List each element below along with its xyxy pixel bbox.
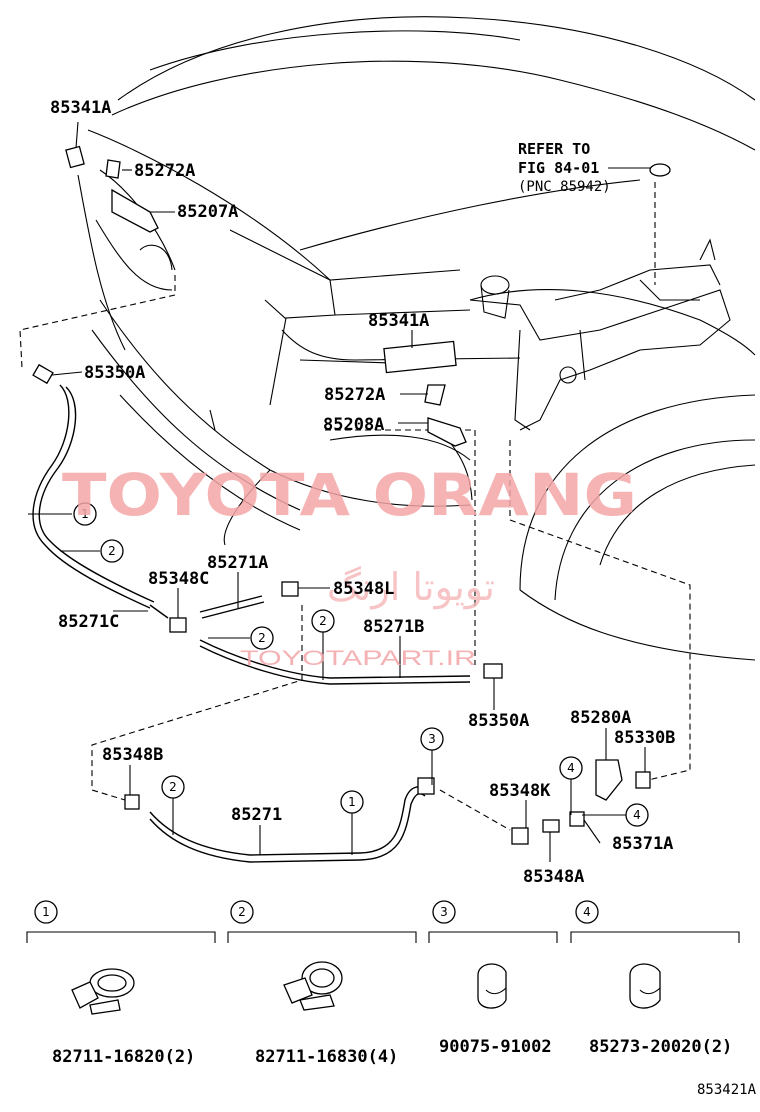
clamp-marker-3	[420, 727, 444, 751]
legend-num-1: 1	[42, 905, 50, 919]
label-85271B: 85271B	[363, 617, 424, 637]
label-85330B: 85330B	[614, 728, 675, 748]
part-85350A-right	[483, 663, 503, 679]
legend-circle-3	[432, 900, 456, 924]
clamp-marker-1-left-label: 1	[81, 507, 89, 521]
legend-circle-2	[230, 900, 254, 924]
clamp-marker-2-left	[100, 539, 124, 563]
legend-part-1: 82711-16820(2)	[52, 1047, 195, 1067]
part-85207A-nozzle	[111, 188, 159, 233]
clamp-marker-2-mid-label: 2	[258, 631, 266, 645]
clamp-marker-4-right-label: 4	[633, 808, 641, 822]
label-85348A: 85348A	[523, 867, 584, 887]
clamp-marker-1-left	[73, 502, 97, 526]
clamp-marker-2-upper	[311, 609, 335, 633]
label-85341A-mid: 85341A	[368, 311, 429, 331]
label-85348B: 85348B	[102, 745, 163, 765]
clamp-marker-4-upper	[559, 756, 583, 780]
clamp-marker-2-left-label: 2	[108, 544, 116, 558]
fig-84-01-part-icon	[649, 163, 671, 177]
part-85348A	[542, 819, 560, 833]
part-85330B	[635, 771, 651, 789]
label-85348K: 85348K	[489, 781, 551, 801]
label-85271A: 85271A	[207, 553, 268, 573]
part-85341A-top	[65, 145, 85, 169]
watermark-site: TOYOTAPART.IR	[240, 647, 476, 670]
reference-line-1: REFER TO	[518, 140, 590, 158]
clamp-marker-2-bottom-label: 2	[169, 780, 177, 794]
leader-lines	[51, 121, 650, 862]
clamp-marker-2-mid	[250, 626, 274, 650]
label-85272A-mid: 85272A	[324, 385, 385, 405]
clamp-marker-2-bottom	[161, 775, 185, 799]
hoses	[32, 384, 471, 863]
part-85208A-nozzle	[427, 417, 467, 447]
label-85272A-top: 85272A	[134, 161, 195, 181]
part-85272A-top	[105, 159, 121, 179]
label-85350A-left: 85350A	[84, 363, 145, 383]
label-85207A: 85207A	[177, 202, 238, 222]
dashed-leaders	[19, 182, 691, 831]
label-85348C: 85348C	[148, 569, 209, 589]
part-hose-connector	[417, 777, 435, 795]
legend-circle-4	[575, 900, 599, 924]
label-85348L: 85348L	[333, 579, 394, 599]
label-85208A: 85208A	[323, 415, 384, 435]
clamp-4-icon	[629, 963, 661, 1009]
legend-num-3: 3	[440, 905, 448, 919]
watermark: TOYOTA ORANG تویوتا ارنگ TOYOTAPART.IR	[62, 461, 637, 670]
label-85271: 85271	[231, 805, 282, 825]
part-85280A-pump	[595, 759, 623, 801]
clamp-2-icon	[283, 961, 343, 1011]
part-85348L	[281, 581, 299, 597]
label-85350A-right: 85350A	[468, 711, 529, 731]
part-85348C	[169, 617, 187, 633]
part-85350A-left	[32, 363, 54, 385]
reference-line-2: FIG 84-01	[518, 159, 599, 177]
legend-num-2: 2	[238, 905, 246, 919]
part-85348B	[124, 794, 140, 810]
clamp-marker-4-right	[625, 803, 649, 827]
clamp-marker-1-bottom-label: 1	[348, 795, 356, 809]
reference-line-3: (PNC 85942)	[518, 179, 611, 195]
watermark-arabic: تویوتا ارنگ	[327, 565, 495, 610]
clamp-marker-2-upper-label: 2	[319, 614, 327, 628]
legend-part-3: 90075-91002	[439, 1037, 552, 1057]
watermark-brand: TOYOTA ORANG	[62, 461, 637, 529]
label-85271C: 85271C	[58, 612, 119, 632]
clamp-legend: 1 82711-16820(2) 2 82711-16830(4) 3 9007…	[26, 900, 740, 1067]
legend-circle-1	[34, 900, 58, 924]
parts	[32, 145, 651, 845]
vehicle-outline	[77, 16, 756, 661]
clamp-marker-3-label: 3	[428, 732, 436, 746]
clamp-1-icon	[71, 968, 135, 1015]
part-85272A-mid	[424, 384, 446, 406]
legend-part-2: 82711-16830(4)	[255, 1047, 398, 1067]
part-85371A	[569, 811, 585, 827]
figure-code: 853421A	[697, 1082, 757, 1098]
clamp-3-icon	[477, 963, 507, 1009]
label-85280A: 85280A	[570, 708, 631, 728]
part-85341A-mid	[383, 340, 457, 374]
clamp-markers: 1 2 2 2 2 1 3 4 4	[28, 502, 649, 855]
clamp-marker-1-bottom	[340, 790, 364, 814]
legend-num-4: 4	[583, 905, 591, 919]
part-85348K	[511, 827, 529, 845]
part-labels: 85341A 85272A 85207A 85350A 85341A 85272…	[50, 98, 675, 887]
label-85371A: 85371A	[612, 834, 673, 854]
clamp-marker-4-upper-label: 4	[567, 761, 575, 775]
legend-part-4: 85273-20020(2)	[589, 1037, 732, 1057]
label-85341A-top: 85341A	[50, 98, 111, 118]
